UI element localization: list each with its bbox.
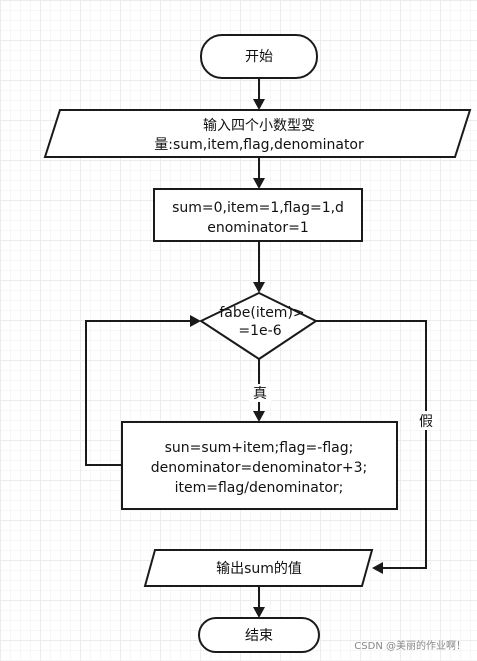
init-process	[153, 188, 363, 242]
edge-loop-back	[85, 320, 191, 466]
condition-label-line1: fabe(item)>	[219, 305, 304, 321]
false-label-bg	[414, 411, 438, 430]
output-parallelogram	[143, 549, 374, 587]
arrowhead-cond	[253, 282, 265, 293]
input-label-line2: 量:sum,item,flag,denominator	[154, 137, 364, 153]
init-label-line2: enominator=1	[207, 220, 308, 236]
true-label: 真	[253, 386, 267, 402]
input-parallelogram	[43, 109, 472, 158]
end-label: 结束	[245, 628, 273, 644]
arrowhead-output-false	[372, 562, 383, 574]
arrowhead-body	[253, 411, 265, 422]
arrowhead-end	[253, 607, 265, 618]
input-label-line1: 输入四个小数型变	[203, 118, 315, 134]
loop-body-process	[121, 421, 398, 510]
start-terminal	[200, 34, 318, 79]
false-label: 假	[419, 414, 433, 430]
start-label: 开始	[245, 49, 273, 65]
end-terminal	[198, 617, 320, 653]
output-label: 输出sum的值	[216, 561, 302, 577]
edge-false-output	[316, 320, 427, 569]
connectors	[85, 78, 427, 618]
body-label-line3: item=flag/denominator;	[175, 480, 344, 496]
body-label-line2: denominator=denominator+3;	[151, 460, 368, 476]
arrowhead-loop	[190, 315, 201, 327]
condition-label-line2: =1e-6	[238, 323, 281, 339]
body-label-line1: sun=sum+item;flag=-flag;	[165, 440, 354, 456]
watermark-text: CSDN @美丽的作业啊！	[354, 639, 466, 652]
true-label-bg	[249, 384, 271, 402]
arrowhead-init	[253, 178, 265, 189]
init-label-line1: sum=0,item=1,flag=1,d	[172, 200, 344, 216]
condition-diamond	[198, 291, 319, 361]
arrowhead-input	[253, 99, 265, 110]
